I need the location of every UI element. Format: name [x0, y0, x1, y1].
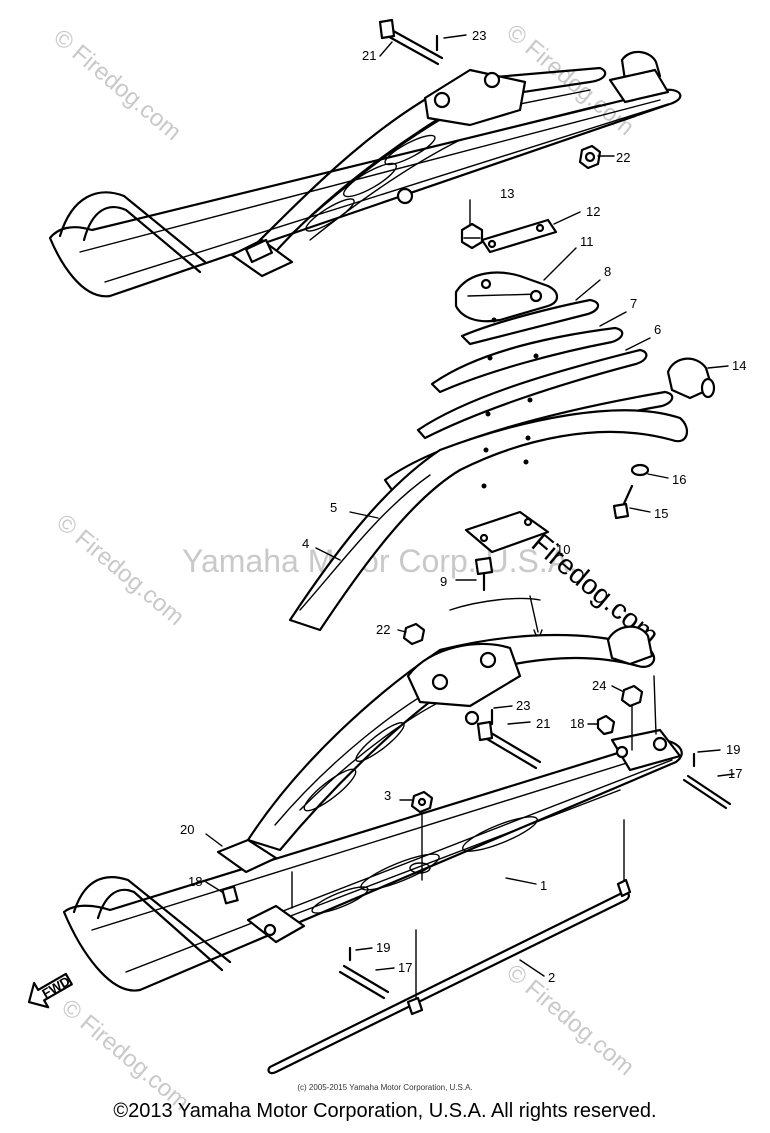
callout-1: 1 — [540, 878, 547, 893]
callout-18-right: 18 — [570, 716, 584, 731]
callout-9: 9 — [440, 574, 447, 589]
callout-21-top: 21 — [362, 48, 376, 63]
callout-8: 8 — [604, 264, 611, 279]
callout-22-bottom: 22 — [376, 622, 390, 637]
watermark-center: Yamaha Motor Corp. U.S.A. — [182, 543, 578, 579]
small-credit: (c) 2005-2015 Yamaha Motor Corporation, … — [297, 1083, 472, 1092]
callout-12: 12 — [586, 204, 600, 219]
callout-23-bottom: 23 — [516, 698, 530, 713]
callout-14: 14 — [732, 358, 746, 373]
callout-23-top: 23 — [472, 28, 486, 43]
callout-11: 11 — [580, 234, 594, 249]
callout-20: 20 — [180, 822, 194, 837]
callout-numbers: 23 21 22 13 12 11 8 7 6 14 16 15 5 4 10 … — [180, 28, 746, 985]
callout-6: 6 — [654, 322, 661, 337]
watermark-bottom-right: © Firedog.com — [501, 959, 639, 1081]
callout-15: 15 — [654, 506, 668, 521]
callout-13: 13 — [500, 186, 514, 201]
copyright-notice: ©2013 Yamaha Motor Corporation, U.S.A. A… — [113, 1100, 657, 1122]
callout-4: 4 — [302, 536, 309, 551]
watermark-mid-left: © Firedog.com — [51, 509, 189, 631]
callout-5: 5 — [330, 500, 337, 515]
callout-24: 24 — [592, 678, 606, 693]
callout-21-bottom: 21 — [536, 716, 550, 731]
callout-7: 7 — [630, 296, 637, 311]
top-ski-assembly — [48, 18, 682, 298]
callout-19-left: 19 — [376, 940, 390, 955]
callout-16: 16 — [672, 472, 686, 487]
callout-17-right: 17 — [728, 766, 742, 781]
leader-lines — [205, 34, 735, 977]
callout-3: 3 — [384, 788, 391, 803]
watermark-bottom-left: © Firedog.com — [56, 994, 194, 1116]
spring-stack — [288, 218, 716, 642]
watermark-top-left: © Firedog.com — [48, 24, 186, 146]
callout-10: 10 — [556, 542, 570, 557]
callout-2: 2 — [548, 970, 555, 985]
callout-22-top: 22 — [616, 150, 630, 165]
callout-18-left: 18 — [188, 874, 202, 889]
callout-17-left: 17 — [398, 960, 412, 975]
callout-19-right: 19 — [726, 742, 740, 757]
bottom-ski-assembly — [62, 622, 732, 1075]
